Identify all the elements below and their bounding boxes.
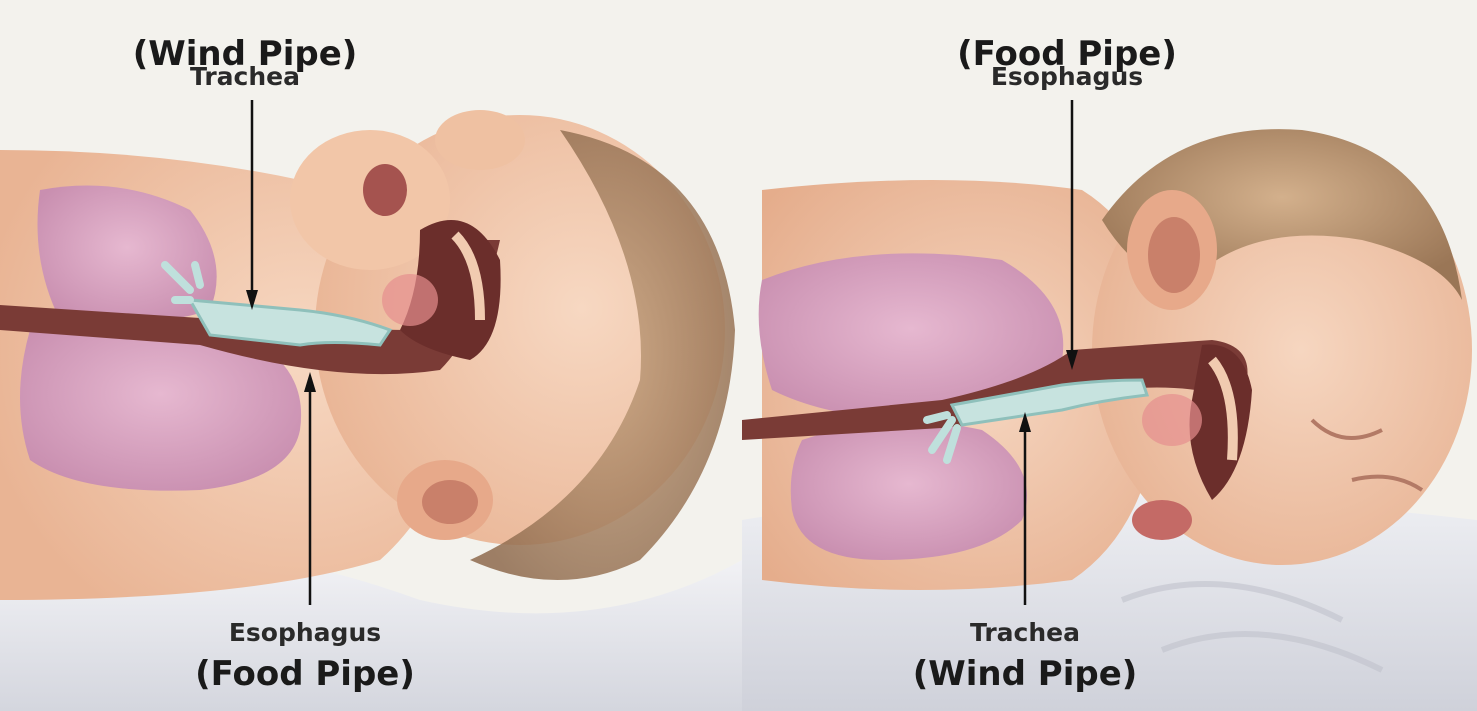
left-illustration-panel: (Wind Pipe) Trachea Esophagus (Food Pipe…	[0, 0, 742, 711]
right-top-label: (Food Pipe) Esophagus	[957, 36, 1177, 90]
right-illustration-panel: (Food Pipe) Esophagus Trachea (Wind Pipe…	[742, 0, 1477, 711]
food-pipe-caption: (Food Pipe)	[195, 656, 415, 692]
trachea-arrowhead	[1019, 412, 1031, 432]
left-arrows	[0, 0, 742, 711]
trachea-arrowhead	[246, 290, 258, 310]
esophagus-arrowhead	[304, 372, 316, 392]
left-bottom-label: Esophagus (Food Pipe)	[195, 620, 415, 692]
esophagus-arrowhead	[1066, 350, 1078, 370]
esophagus-label: Esophagus	[195, 620, 415, 646]
right-arrows	[742, 0, 1477, 711]
left-top-label: (Wind Pipe) Trachea	[133, 36, 358, 90]
wind-pipe-caption: (Wind Pipe)	[913, 656, 1138, 692]
trachea-label: Trachea	[913, 620, 1138, 646]
right-bottom-label: Trachea (Wind Pipe)	[913, 620, 1138, 692]
